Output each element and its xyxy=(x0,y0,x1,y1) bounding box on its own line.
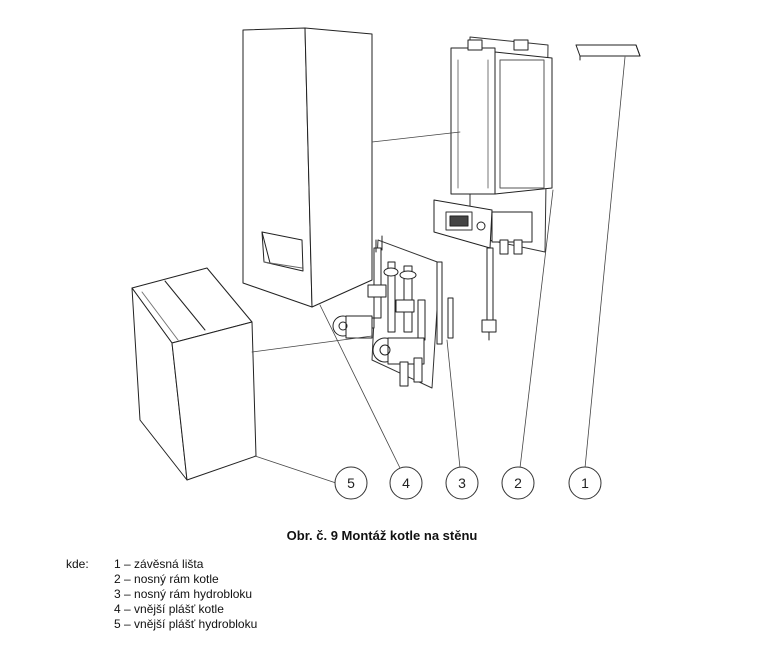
legend-item: 1 – závěsná lišta xyxy=(114,557,204,571)
boiler-frame xyxy=(433,36,553,341)
legend-item: 3 – nosný rám hydrobloku xyxy=(114,587,253,601)
hanging-rod xyxy=(436,261,454,345)
callout-number-5: 5 xyxy=(347,475,355,491)
callout-number-1: 1 xyxy=(581,475,589,491)
callout-4: 4 xyxy=(389,466,423,500)
figure-caption: Obr. č. 9 Montáž kotle na stěnu xyxy=(286,528,478,543)
boiler-assembly-drawing: 5 4 3 2 1 xyxy=(131,27,641,500)
legend-prefix: kde: xyxy=(66,557,89,571)
legend: kde: 1 – závěsná lišta 2 – nosný rám kot… xyxy=(66,557,257,632)
hanging-rail xyxy=(575,44,641,61)
callout-number-3: 3 xyxy=(458,475,466,491)
callout-5: 5 xyxy=(334,466,368,500)
callout-2: 2 xyxy=(501,466,535,500)
callout-number-4: 4 xyxy=(402,475,410,491)
callout-1: 1 xyxy=(568,466,602,500)
hydroblock-frame xyxy=(332,235,441,389)
legend-item: 5 – vnější plášť hydrobloku xyxy=(114,617,258,631)
boiler-outer-casing xyxy=(242,27,373,308)
callout-number-2: 2 xyxy=(514,475,522,491)
legend-list: 1 – závěsná lišta 2 – nosný rám kotle 3 … xyxy=(66,557,257,632)
callouts: 5 4 3 2 1 xyxy=(334,466,602,500)
callout-3: 3 xyxy=(445,466,479,500)
hydroblock-outer-casing xyxy=(131,267,257,481)
legend-item: 2 – nosný rám kotle xyxy=(114,572,219,586)
leader-lines xyxy=(251,56,626,484)
legend-item: 4 – vnější plášť kotle xyxy=(114,602,224,616)
